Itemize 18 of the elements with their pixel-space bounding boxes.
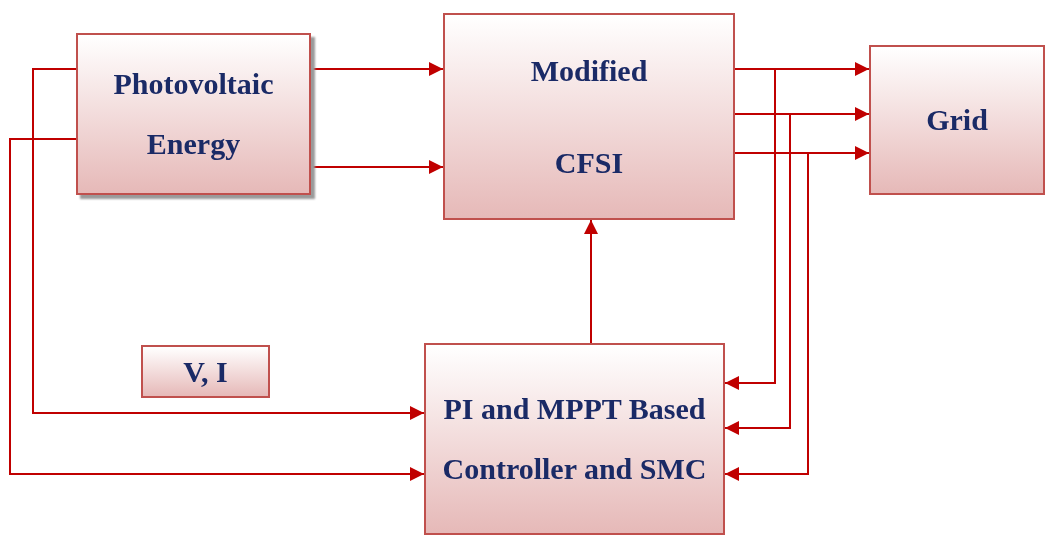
- node-label: Photovoltaic Energy: [112, 66, 275, 162]
- arrow: [9, 138, 425, 481]
- arrow: [724, 68, 776, 390]
- node-label: Grid: [925, 102, 989, 138]
- arrow: [310, 160, 444, 174]
- controller-box: [424, 343, 725, 535]
- node-label: PI and MPPT Based Controller and SMC: [442, 391, 707, 487]
- process-box: [76, 33, 311, 195]
- arrow: [724, 113, 791, 435]
- label-box: [141, 345, 270, 398]
- arrow: [310, 62, 444, 76]
- arrow: [32, 68, 425, 420]
- node-label: Modified CFSI: [529, 52, 649, 181]
- process-box: [869, 45, 1045, 195]
- arrow: [584, 219, 598, 344]
- node-label: V, I: [182, 353, 229, 390]
- arrow: [724, 152, 809, 481]
- process-box: [443, 13, 735, 220]
